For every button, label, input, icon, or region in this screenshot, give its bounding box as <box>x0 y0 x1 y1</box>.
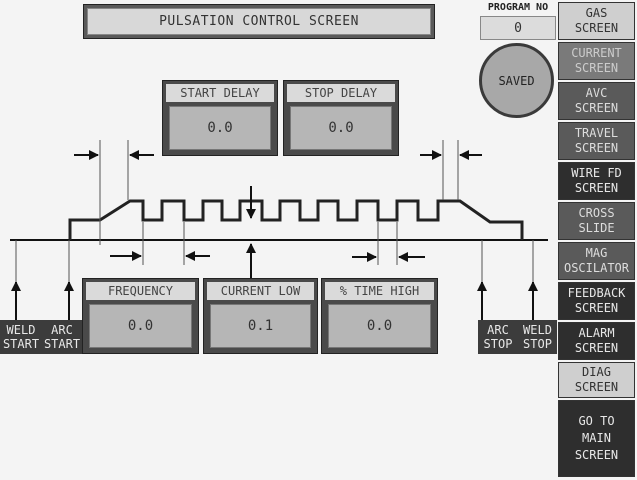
current-low-field[interactable]: CURRENT LOW 0.1 <box>203 278 318 354</box>
frequency-value[interactable]: 0.0 <box>89 304 192 348</box>
frequency-field[interactable]: FREQUENCY 0.0 <box>82 278 199 354</box>
stop-delay-field[interactable]: STOP DELAY 0.0 <box>283 80 399 156</box>
saved-indicator: SAVED <box>479 43 554 118</box>
program-number-value: 0 <box>480 16 556 40</box>
start-delay-value[interactable]: 0.0 <box>169 106 271 150</box>
pct-time-high-value[interactable]: 0.0 <box>328 304 431 348</box>
stop-delay-label: STOP DELAY <box>287 84 395 102</box>
program-number-label: PROGRAM NO <box>487 2 549 13</box>
start-delay-label: START DELAY <box>166 84 274 102</box>
pct-time-high-field[interactable]: % TIME HIGH 0.0 <box>321 278 438 354</box>
start-delay-field[interactable]: START DELAY 0.0 <box>162 80 278 156</box>
frequency-label: FREQUENCY <box>86 282 195 300</box>
screen-title-bar: PULSATION CONTROL SCREEN <box>83 4 435 39</box>
page-title: PULSATION CONTROL SCREEN <box>87 8 431 35</box>
stop-delay-value[interactable]: 0.0 <box>290 106 392 150</box>
pulse-waveform <box>68 199 524 240</box>
pct-time-high-label: % TIME HIGH <box>325 282 434 300</box>
current-low-value[interactable]: 0.1 <box>210 304 311 348</box>
current-low-label: CURRENT LOW <box>207 282 314 300</box>
